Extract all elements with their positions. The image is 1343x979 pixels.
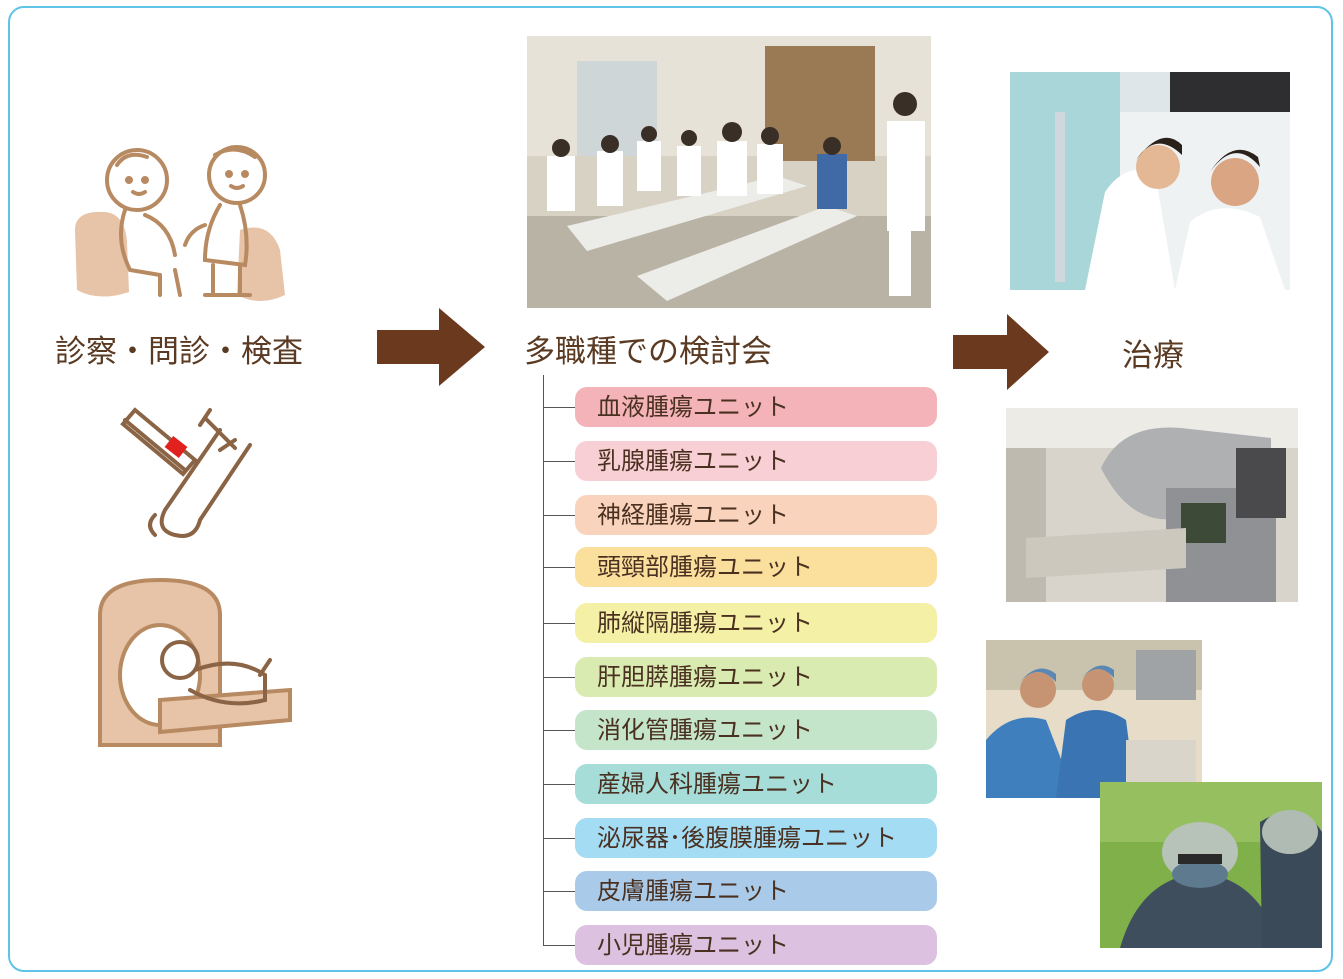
unit-connector-line: [543, 891, 575, 892]
unit-connector-line: [543, 567, 575, 568]
unit-box: 肺縦隔腫瘍ユニット: [575, 603, 937, 643]
unit-box: 小児腫瘍ユニット: [575, 925, 937, 965]
doctor-patient-consultation-illustration: [75, 145, 285, 301]
stage-label-conference: 多職種での検討会: [524, 334, 772, 370]
surgery-team-photo: [986, 640, 1202, 798]
stage-label-treatment: 治療: [1122, 338, 1184, 374]
unit-box: 泌尿器･後腹膜腫瘍ユニット: [575, 818, 937, 858]
unit-connector-line: [543, 677, 575, 678]
unit-box: 肝胆膵腫瘍ユニット: [575, 657, 937, 697]
unit-box: 乳腺腫瘍ユニット: [575, 441, 937, 481]
diagram-frame: [8, 6, 1333, 972]
radiation-therapy-machine-photo: [1006, 408, 1298, 602]
arrow-conference-to-treatment: [953, 314, 1049, 390]
unit-box: 神経腫瘍ユニット: [575, 495, 937, 535]
surgeons-operating-photo: [1100, 782, 1322, 948]
unit-connector-line: [543, 407, 575, 408]
conference-meeting-photo: [527, 36, 931, 308]
unit-connector-line: [543, 515, 575, 516]
unit-connector-line: [543, 784, 575, 785]
unit-tree-trunk: [543, 375, 544, 945]
unit-box: 血液腫瘍ユニット: [575, 387, 937, 427]
unit-connector-line: [543, 730, 575, 731]
treatment-iv-drip-photo: [1010, 72, 1290, 290]
unit-box: 頭頸部腫瘍ユニット: [575, 547, 937, 587]
blood-test-syringe-illustration: [120, 407, 252, 538]
stage-label-exam: 診察・問診・検査: [55, 334, 303, 370]
arrow-exam-to-conference: [377, 308, 485, 386]
unit-box: 皮膚腫瘍ユニット: [575, 871, 937, 911]
unit-connector-line: [543, 838, 575, 839]
unit-connector-line: [543, 461, 575, 462]
ct-scanner-illustration: [98, 577, 292, 747]
unit-box: 産婦人科腫瘍ユニット: [575, 764, 937, 804]
unit-connector-line: [543, 623, 575, 624]
unit-connector-line: [543, 945, 575, 946]
unit-box: 消化管腫瘍ユニット: [575, 710, 937, 750]
